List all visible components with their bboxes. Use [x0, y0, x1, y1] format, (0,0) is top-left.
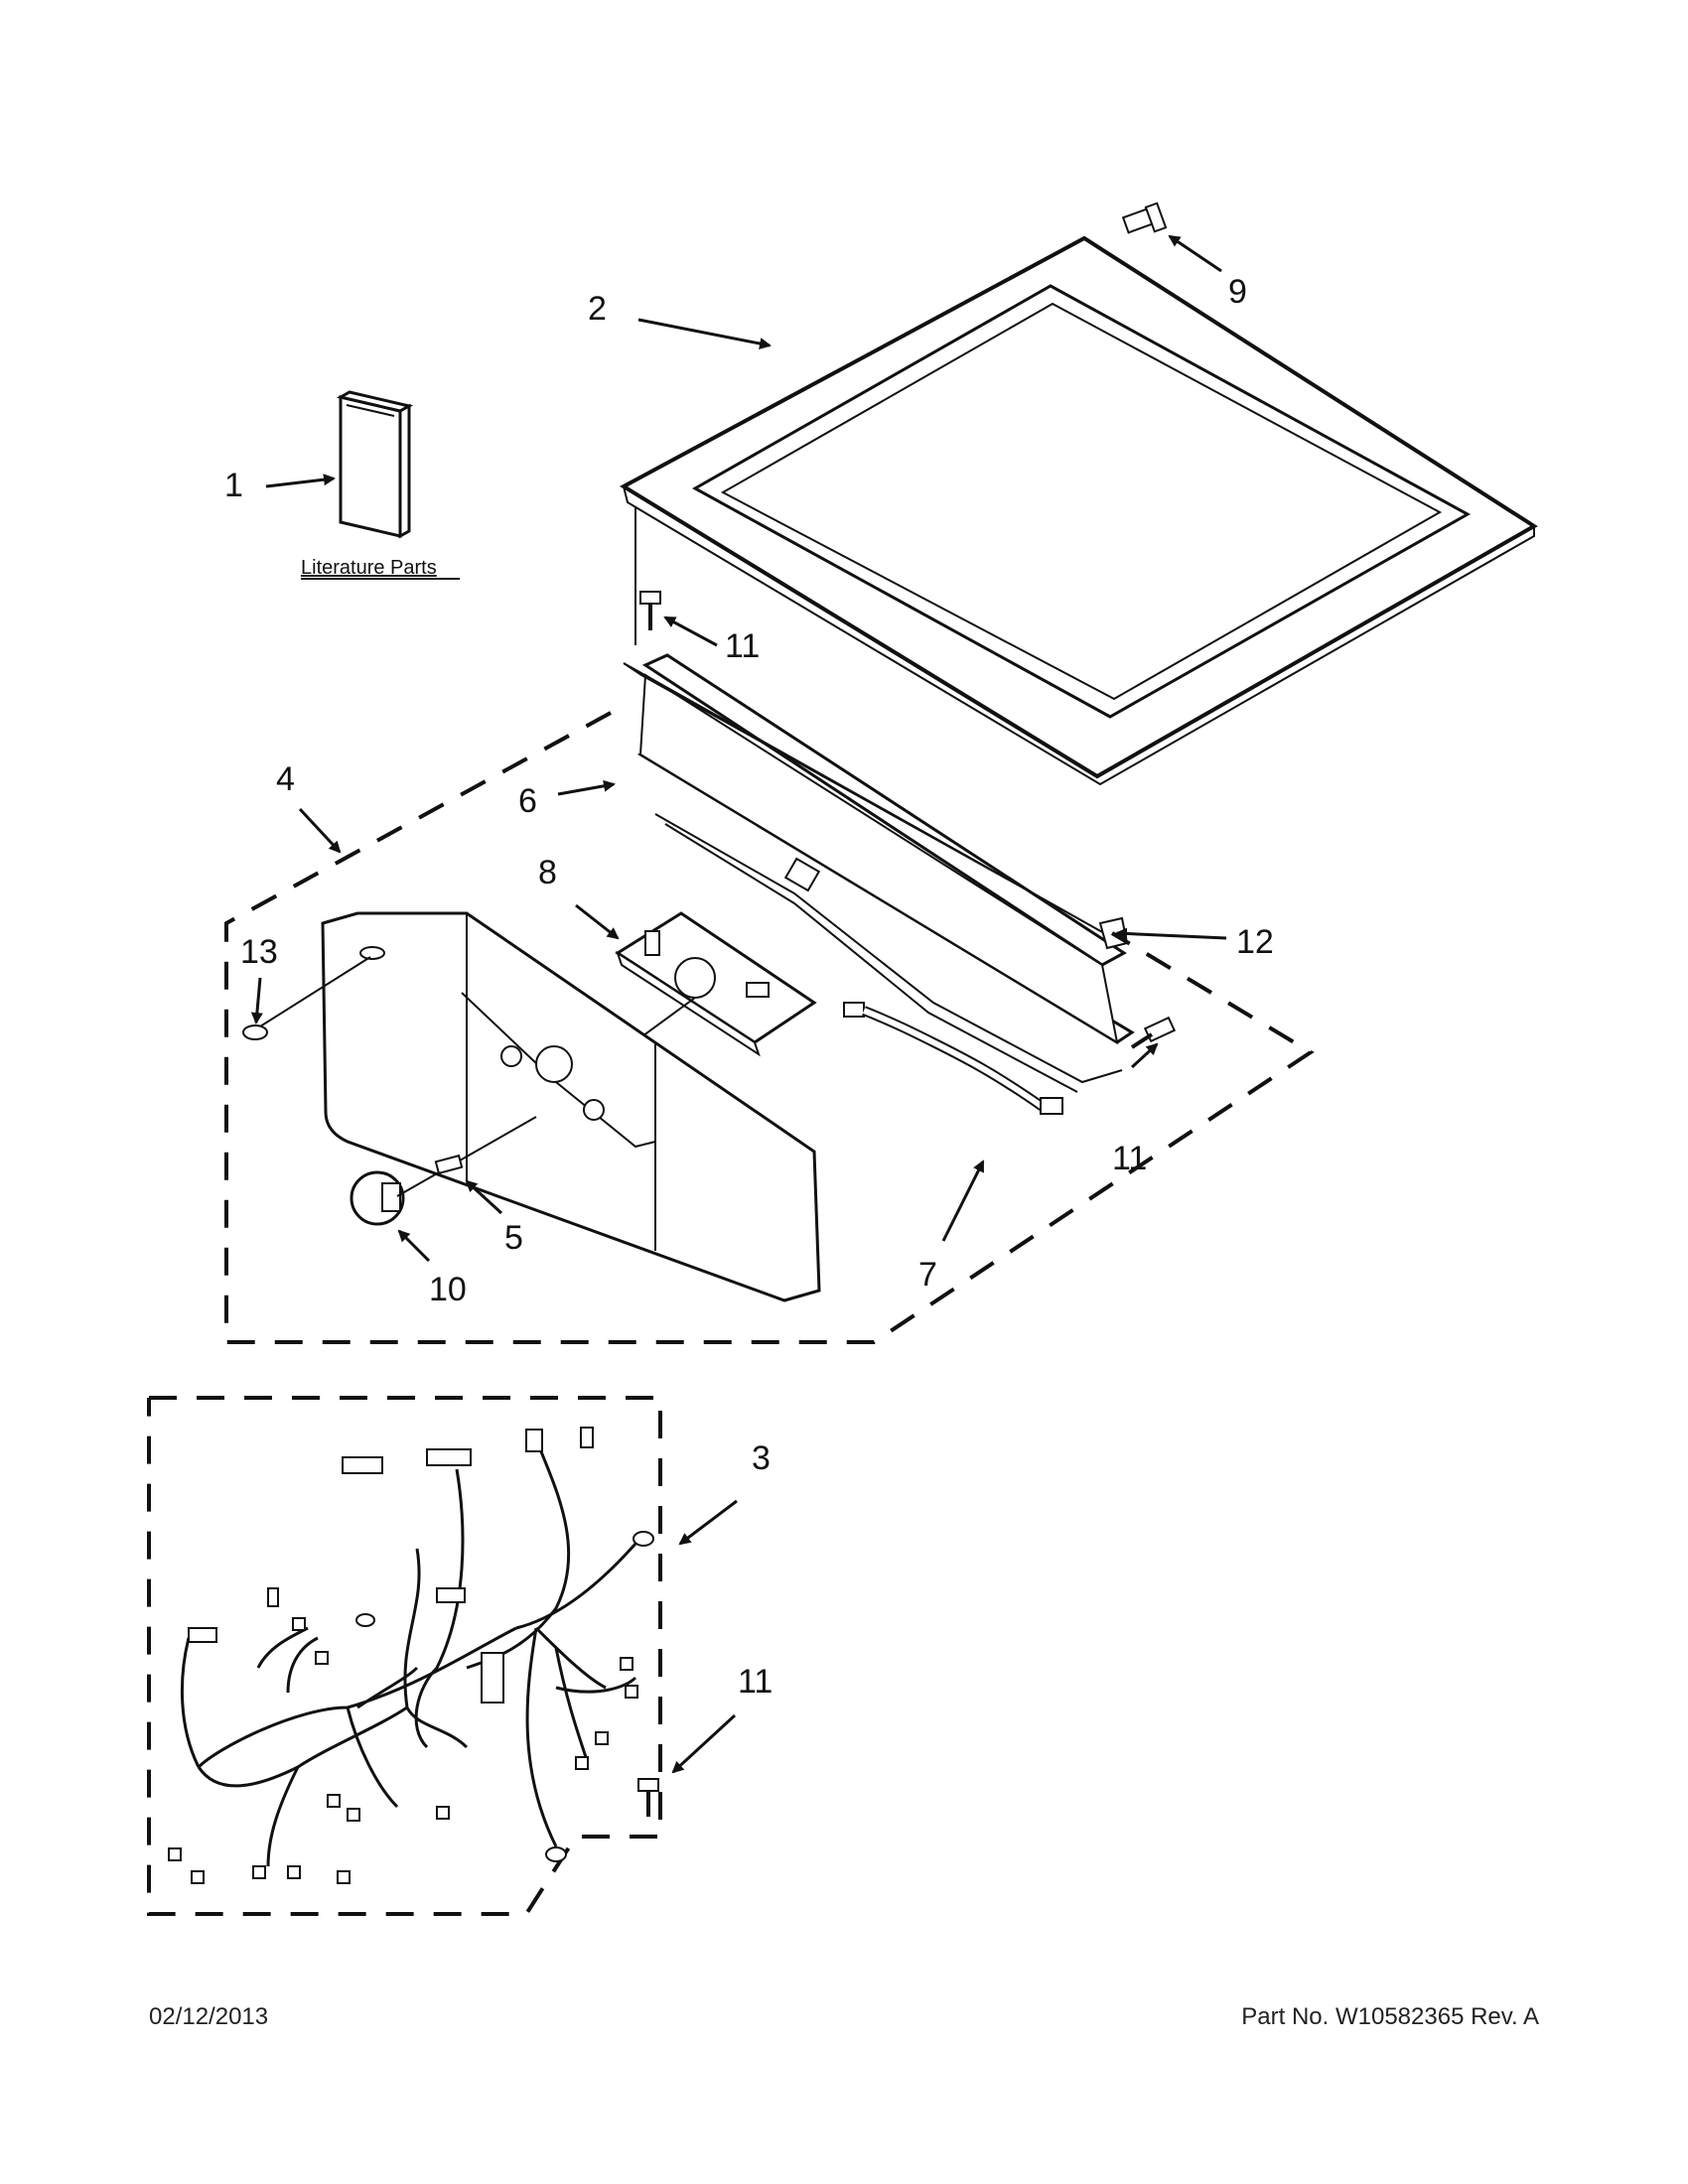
- screw-11-middle: [1130, 1016, 1177, 1049]
- screw-11-lower: [637, 1778, 659, 1817]
- callout-13: 13: [240, 933, 278, 971]
- callout-2: 2: [588, 290, 607, 328]
- footer-date: 02/12/2013: [149, 2003, 269, 2030]
- callout-8: 8: [538, 854, 557, 891]
- callout-3: 3: [752, 1439, 771, 1477]
- console-panel: [259, 911, 821, 1302]
- knob: [350, 1116, 537, 1226]
- callout-4: 4: [276, 760, 295, 798]
- callout-10: 10: [429, 1271, 467, 1308]
- console-bracket: [623, 653, 1135, 1093]
- console-assembly-outline: [224, 711, 1315, 1344]
- literature-parts-label: Literature Parts: [301, 557, 437, 579]
- callout-9: 9: [1228, 273, 1247, 311]
- leader-arrows: [250, 234, 1227, 1774]
- callout-1: 1: [224, 467, 243, 504]
- callout-labels: 1 2 3 4 5 6 7 8 9 10 11 11 11 12 13: [224, 273, 1274, 1701]
- footer-part-number: Part No. W10582365 Rev. A: [1241, 2003, 1539, 2030]
- control-harness: [843, 1002, 1063, 1115]
- callout-7: 7: [918, 1256, 937, 1294]
- callout-5: 5: [504, 1219, 523, 1257]
- callout-6: 6: [518, 782, 537, 820]
- main-harness: [168, 1427, 654, 1884]
- callout-12: 12: [1236, 923, 1274, 961]
- callout-11-lower: 11: [738, 1663, 773, 1701]
- callout-11-upper: 11: [725, 627, 760, 665]
- literature-booklet: [336, 390, 414, 539]
- screw-11-upper: [639, 591, 661, 630]
- screw-9: [1121, 202, 1168, 234]
- control-board: [615, 911, 817, 1057]
- main-harness-outline: [147, 1396, 662, 1916]
- top-panel: [619, 235, 1538, 786]
- callout-11-middle: 11: [1112, 1140, 1147, 1177]
- knob-insert: [434, 1154, 464, 1175]
- plug-13: [242, 1024, 268, 1040]
